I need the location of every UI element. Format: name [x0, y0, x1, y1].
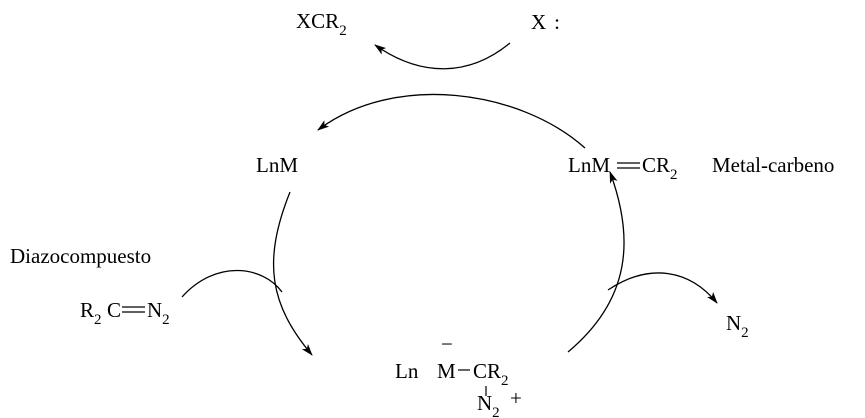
catalyst-lnm: LnM	[256, 153, 298, 177]
cycle-arc-right	[567, 171, 625, 353]
cycle-arc-left	[273, 191, 313, 356]
intermediate-metal: M	[437, 359, 456, 383]
diazo-caption: Diazocompuesto	[10, 244, 151, 268]
diazo-entry-arc	[181, 269, 283, 298]
exchange-arc	[374, 42, 511, 70]
intermediate-metal-charge: −	[441, 332, 453, 356]
product-xcr2: XCR2	[296, 9, 347, 39]
intermediate-n2-charge: +	[510, 386, 522, 410]
cycle-arc-top	[317, 93, 586, 149]
intermediate-n2: N2	[477, 391, 500, 418]
substrate-x: X:	[531, 10, 560, 34]
metal-carbene-caption: Metal-carbeno	[712, 153, 834, 177]
metal-carbene-metal: LnM	[568, 153, 610, 177]
n2-release-arc	[607, 272, 718, 304]
intermediate-group: CR2	[473, 359, 509, 389]
intermediate-ln: Ln	[395, 359, 419, 383]
metal-carbene-group: CR2	[642, 153, 678, 183]
released-n2: N2	[726, 311, 749, 341]
diazo-formula-n2: N2	[147, 298, 170, 328]
diazo-formula-r: R2	[80, 298, 102, 328]
diazo-formula-c: C	[107, 298, 121, 322]
